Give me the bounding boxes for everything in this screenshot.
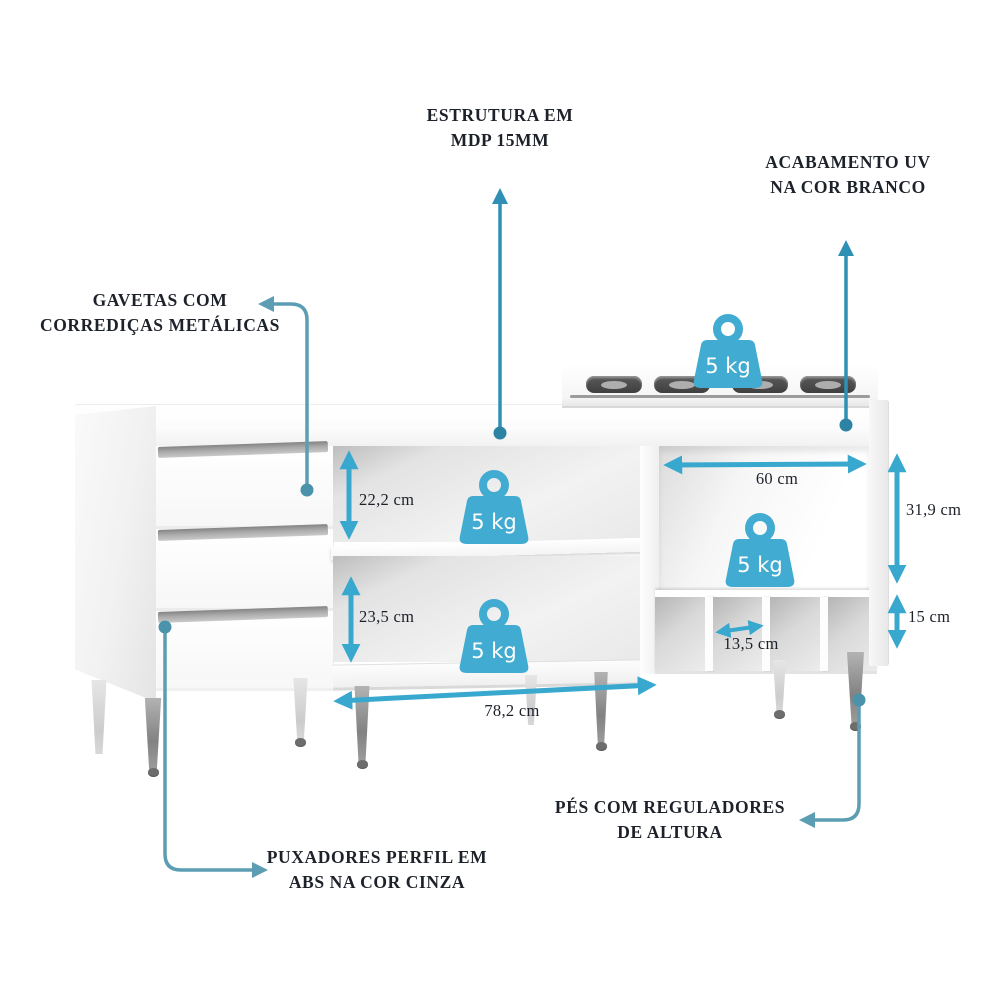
- note-acabamento: ACABAMENTO UV NA COR BRANCO: [733, 150, 963, 201]
- cubby-divider: [704, 597, 713, 671]
- note-line: PUXADORES PERFIL EM: [266, 847, 488, 867]
- dim-label-upper-shelf-height: 22,2 cm: [359, 490, 415, 509]
- note-line: ACABAMENTO UV: [765, 152, 931, 172]
- note-puxadores: PUXADORES PERFIL EM ABS NA COR CINZA: [252, 845, 502, 896]
- note-gavetas: GAVETAS COM CORREDIÇAS METÁLICAS: [30, 288, 290, 339]
- leg: [91, 680, 107, 754]
- dim-label-opening-width: 60 cm: [755, 469, 799, 488]
- dim-label-shelf-width: 78,2 cm: [484, 701, 540, 720]
- leg: [144, 698, 162, 770]
- leg: [773, 660, 786, 712]
- note-line: MDP 15MM: [450, 130, 550, 151]
- leg-foot: [850, 722, 861, 730]
- dim-label-opening-height: 31,9 cm: [906, 500, 962, 519]
- drawer-unit: [156, 441, 334, 688]
- note-line: NA COR BRANCO: [770, 177, 926, 198]
- note-line: GAVETAS COM: [92, 290, 228, 310]
- note-line: DE ALTURA: [617, 822, 723, 843]
- drawer: [156, 606, 333, 688]
- leg: [293, 678, 308, 740]
- burner-grate: [800, 376, 856, 393]
- cubby-divider: [762, 597, 770, 671]
- leg: [354, 686, 370, 762]
- center-stile: [640, 446, 659, 674]
- cubby-row: [655, 590, 877, 671]
- cubby: [655, 597, 705, 671]
- note-line: ESTRUTURA EM: [426, 105, 574, 125]
- note-pes: PÉS COM REGULADORES DE ALTURA: [540, 795, 800, 846]
- leader-line-pes: [798, 700, 861, 829]
- note-estrutura: ESTRUTURA EM MDP 15MM: [390, 103, 610, 154]
- note-line: ABS NA COR CINZA: [288, 872, 466, 893]
- note-line: CORREDIÇAS METÁLICAS: [39, 315, 281, 336]
- bottom-rail: [332, 659, 641, 691]
- drawer: [156, 441, 333, 529]
- dim-label-cubby-height: 15 cm: [908, 607, 951, 626]
- leg-foot: [295, 738, 306, 746]
- dim-label-lower-shelf-height: 23,5 cm: [359, 607, 415, 626]
- left-side-panel: [75, 406, 156, 702]
- leg-foot: [774, 710, 785, 718]
- cubby-divider: [819, 597, 828, 671]
- gas-cooktop: [562, 364, 878, 408]
- right-side-panel: [869, 400, 889, 666]
- leg-foot: [357, 760, 368, 768]
- note-line: PÉS COM REGULADORES: [554, 797, 786, 817]
- burner-grate: [654, 376, 710, 393]
- cubby: [770, 597, 820, 671]
- open-shelf-section: [330, 446, 648, 691]
- drawer: [156, 524, 333, 611]
- leg-foot: [148, 768, 159, 776]
- burner-grate: [586, 376, 642, 393]
- countertop: [75, 404, 888, 449]
- cooktop-edge: [570, 395, 870, 398]
- cooktop-opening: [659, 446, 869, 590]
- burner-grate: [732, 376, 788, 393]
- leg-foot: [596, 742, 607, 750]
- dim-label-cubby-width: 13,5 cm: [723, 634, 779, 653]
